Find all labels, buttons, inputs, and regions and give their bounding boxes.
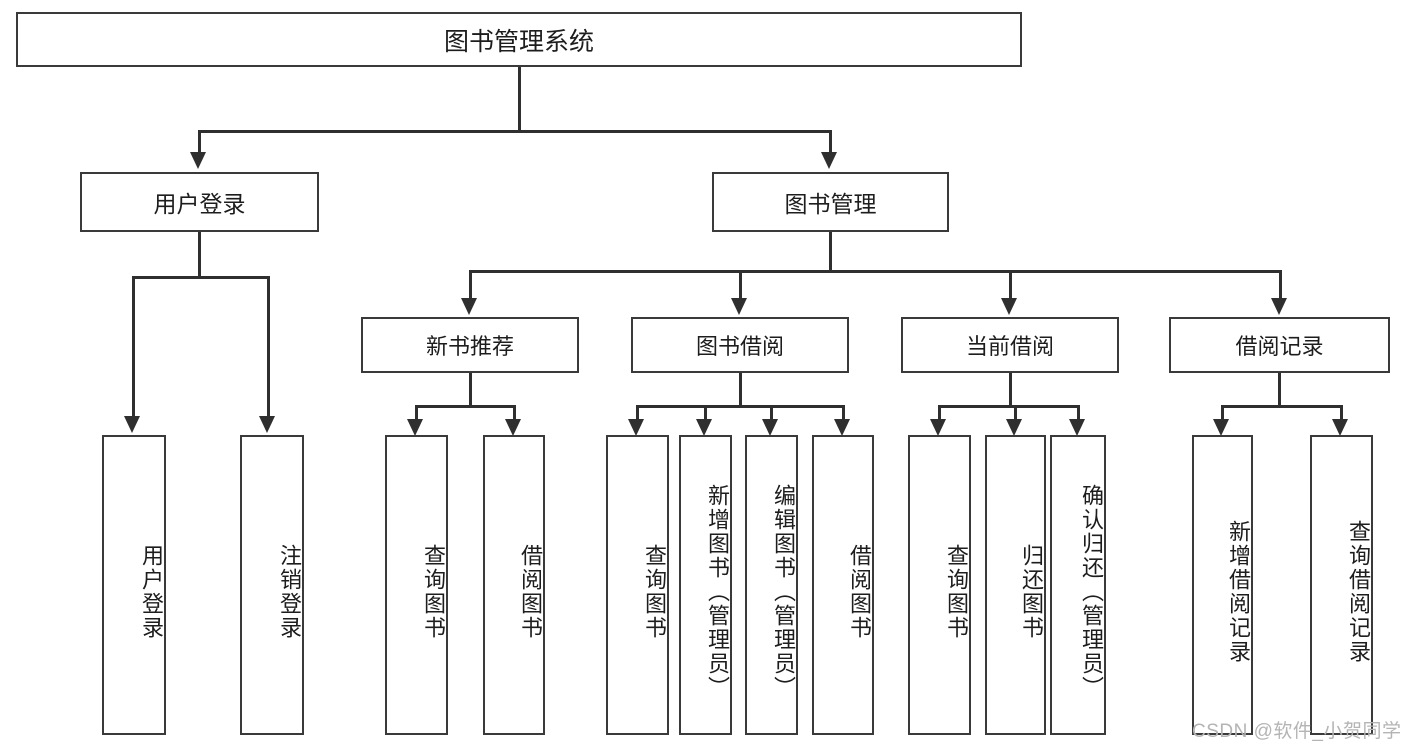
lvl2-stem-0 <box>198 232 201 276</box>
book-branch-drop-3-line <box>1279 270 1282 298</box>
root-drop-1-line <box>829 130 832 152</box>
node-leaf-7-label: 借阅图书 <box>847 544 872 640</box>
node-leaf-9: 归还图书 <box>985 435 1046 735</box>
book-branch-drop-2-line <box>1009 270 1012 298</box>
node-leaf-0: 用户登录 <box>102 435 166 735</box>
node-leaf-0-label: 用户登录 <box>139 544 164 640</box>
book-branch-drop-0-line <box>469 270 472 298</box>
leaf-drop-5-line <box>842 405 845 419</box>
leaf-drop-0-arrowhead <box>407 419 423 436</box>
lvl3-stem-2 <box>1009 373 1012 405</box>
book-branch-drop-2-arrowhead <box>1001 298 1017 315</box>
node-level3-3: 借阅记录 <box>1169 317 1390 373</box>
node-leaf-2: 查询图书 <box>385 435 448 735</box>
node-leaf-2-label: 查询图书 <box>421 544 446 640</box>
node-leaf-9-label: 归还图书 <box>1019 544 1044 640</box>
leaf-drop-9-line <box>1221 405 1224 419</box>
leaf-drop-8-line <box>1077 405 1080 419</box>
user-branch-drop-1-line <box>267 276 270 416</box>
node-leaf-4: 查询图书 <box>606 435 669 735</box>
node-level3-0: 新书推荐 <box>361 317 579 373</box>
leaf-bus-1 <box>637 405 843 408</box>
node-leaf-8: 查询图书 <box>908 435 971 735</box>
node-level3-0-label: 新书推荐 <box>425 334 514 359</box>
leaf-drop-9-arrowhead <box>1213 419 1229 436</box>
node-root: 图书管理系统 <box>16 12 1022 67</box>
root-drop-0-line <box>198 130 201 152</box>
node-leaf-1: 注销登录 <box>240 435 304 735</box>
book-branch-drop-3-arrowhead <box>1271 298 1287 315</box>
leaf-drop-1-line <box>513 405 516 419</box>
leaf-drop-0-line <box>415 405 418 419</box>
node-leaf-11: 新增借阅记录 <box>1192 435 1253 735</box>
node-leaf-7: 借阅图书 <box>812 435 874 735</box>
leaf-bus-3 <box>1222 405 1341 408</box>
node-level3-1: 图书借阅 <box>631 317 849 373</box>
lvl3-stem-1 <box>739 373 742 405</box>
leaf-drop-5-arrowhead <box>834 419 850 436</box>
root-drop-0-arrowhead <box>190 152 206 169</box>
leaf-drop-8-arrowhead <box>1069 419 1085 436</box>
root-drop-1-arrowhead <box>821 152 837 169</box>
node-root-label: 图书管理系统 <box>443 27 594 56</box>
lvl3-stem-3 <box>1278 373 1281 405</box>
leaf-drop-10-line <box>1340 405 1343 419</box>
user-branch-drop-0-arrowhead <box>124 416 140 433</box>
node-leaf-12: 查询借阅记录 <box>1310 435 1373 735</box>
node-leaf-6: 编辑图书（管理员） <box>745 435 798 735</box>
node-leaf-10-label: 确认归还（管理员） <box>1079 484 1104 700</box>
node-level3-2: 当前借阅 <box>901 317 1119 373</box>
leaf-drop-2-line <box>636 405 639 419</box>
leaf-drop-6-arrowhead <box>930 419 946 436</box>
book-branch-bus-line <box>470 270 1280 273</box>
lvl2-stem-1 <box>829 232 832 270</box>
node-level3-3-label: 借阅记录 <box>1235 334 1324 359</box>
leaf-bus-2 <box>939 405 1078 408</box>
node-leaf-10: 确认归还（管理员） <box>1050 435 1106 735</box>
leaf-drop-10-arrowhead <box>1332 419 1348 436</box>
leaf-drop-6-line <box>938 405 941 419</box>
book-branch-drop-0-arrowhead <box>461 298 477 315</box>
leaf-drop-2-arrowhead <box>628 419 644 436</box>
node-leaf-1-label: 注销登录 <box>277 544 302 640</box>
leaf-drop-7-arrowhead <box>1006 419 1022 436</box>
node-level2-0-label: 用户登录 <box>153 191 246 217</box>
leaf-drop-4-arrowhead <box>762 419 778 436</box>
node-leaf-12-label: 查询借阅记录 <box>1346 520 1371 664</box>
root-stem-line <box>518 67 521 130</box>
leaf-drop-3-arrowhead <box>696 419 712 436</box>
node-leaf-11-label: 新增借阅记录 <box>1226 520 1251 664</box>
root-bus-line <box>199 130 831 133</box>
node-level3-2-label: 当前借阅 <box>965 334 1054 359</box>
node-leaf-4-label: 查询图书 <box>642 544 667 640</box>
user-branch-drop-1-arrowhead <box>259 416 275 433</box>
user-branch-drop-0-line <box>132 276 135 416</box>
watermark-text: CSDN @软件_小贺同学 <box>1192 721 1402 742</box>
user-branch-bus-line <box>133 276 268 279</box>
node-leaf-6-label: 编辑图书（管理员） <box>771 484 796 700</box>
leaf-drop-1-arrowhead <box>505 419 521 436</box>
leaf-bus-0 <box>416 405 514 408</box>
book-branch-drop-1-line <box>739 270 742 298</box>
node-leaf-8-label: 查询图书 <box>944 544 969 640</box>
node-level2-1: 图书管理 <box>712 172 949 232</box>
book-branch-drop-1-arrowhead <box>731 298 747 315</box>
node-leaf-3: 借阅图书 <box>483 435 545 735</box>
node-level3-1-label: 图书借阅 <box>695 334 784 359</box>
node-leaf-5-label: 新增图书（管理员） <box>705 484 730 700</box>
leaf-drop-3-line <box>704 405 707 419</box>
node-level2-0: 用户登录 <box>80 172 319 232</box>
leaf-drop-4-line <box>770 405 773 419</box>
node-leaf-3-label: 借阅图书 <box>518 544 543 640</box>
leaf-drop-7-line <box>1014 405 1017 419</box>
lvl3-stem-0 <box>469 373 472 405</box>
node-leaf-5: 新增图书（管理员） <box>679 435 732 735</box>
node-level2-1-label: 图书管理 <box>784 191 877 217</box>
